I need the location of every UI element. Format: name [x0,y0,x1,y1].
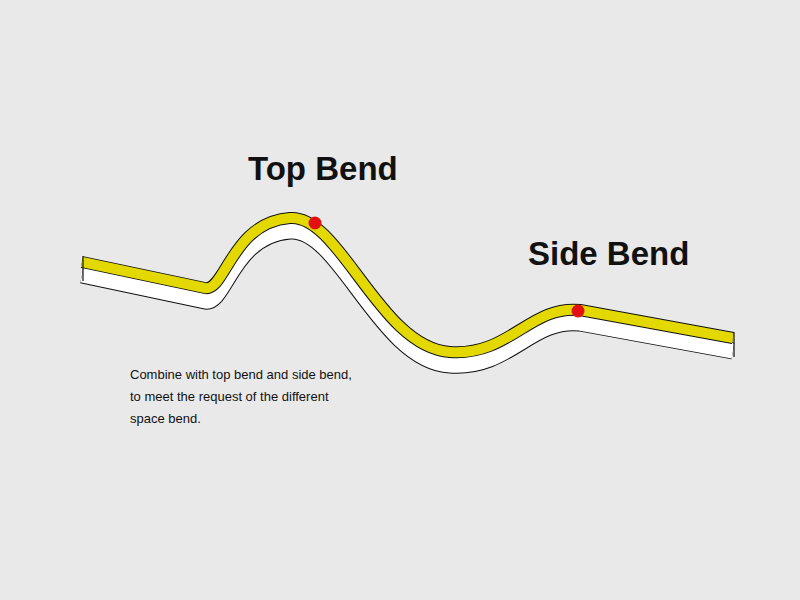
strip-left-end [82,256,83,281]
side-bend-dot [572,305,585,318]
strip-side-outline [82,231,733,365]
strip-right-end [733,332,734,357]
strip-side-face [82,231,733,365]
top-bend-dot [309,217,322,230]
bend-title: Top Bend [248,150,398,188]
bend-title: Side Bend [528,235,689,273]
strip-top-face [82,218,733,352]
strip-top-outline [82,218,733,352]
description-note: Combine with top bend and side bend, to … [130,364,352,430]
